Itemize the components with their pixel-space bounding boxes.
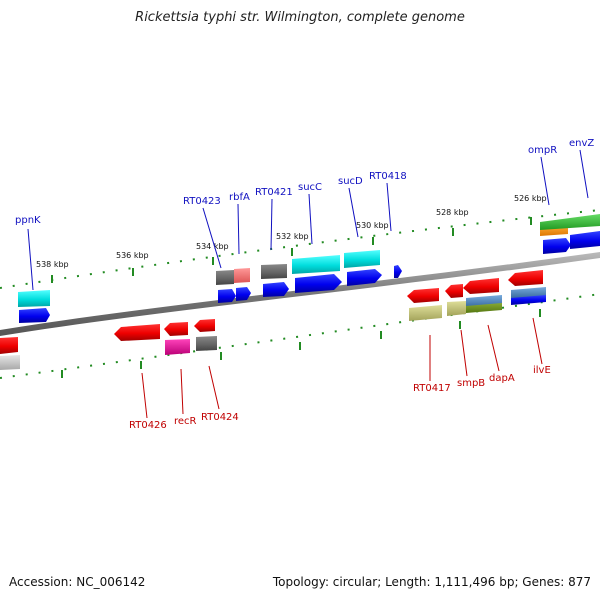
gene-label-dapA: dapA bbox=[489, 373, 515, 384]
gene-label-ompR: ompR bbox=[528, 145, 557, 156]
gene-label-ppnK: ppnK bbox=[15, 215, 41, 226]
gene-label-recR: recR bbox=[174, 416, 197, 427]
gene-label-ilvE: ilvE bbox=[533, 365, 551, 376]
gene-ompR[interactable] bbox=[543, 238, 571, 254]
topology-text: Topology: circular; Length: 1,111,496 bp… bbox=[272, 575, 591, 589]
gene-label-RT0418: RT0418 bbox=[369, 171, 407, 182]
major-ticks bbox=[51, 217, 541, 378]
reverse-leader-lines bbox=[141, 317, 543, 419]
gene-label-RT0426: RT0426 bbox=[129, 420, 167, 431]
gene-ilvE-inner-blue[interactable] bbox=[511, 295, 546, 305]
gene-sucD[interactable] bbox=[347, 269, 382, 286]
gene-left-edge-red[interactable] bbox=[0, 337, 18, 354]
gene-ilvE[interactable] bbox=[508, 270, 543, 286]
kbp-label-538: 538 kbp bbox=[36, 260, 69, 269]
gene-ppnK-outer[interactable] bbox=[18, 290, 50, 307]
gene-label-RT0417: RT0417 bbox=[413, 383, 451, 394]
gene-label-smpB: smpB bbox=[457, 378, 485, 389]
accession-text: Accession: NC_006142 bbox=[9, 575, 146, 589]
gene-RT0426[interactable] bbox=[114, 324, 160, 341]
gene-sucC[interactable] bbox=[295, 274, 342, 293]
gene-label-sucC: sucC bbox=[298, 182, 322, 193]
gene-label-sucD: sucD bbox=[338, 176, 363, 187]
gene-left-edge-gray[interactable] bbox=[0, 355, 20, 370]
gene-recR[interactable] bbox=[164, 322, 188, 336]
gene-RT0424[interactable] bbox=[194, 319, 215, 332]
kbp-label-532: 532 kbp bbox=[276, 232, 309, 241]
gene-recR-inner[interactable] bbox=[165, 339, 190, 355]
gene-envZ[interactable] bbox=[570, 231, 600, 249]
kbp-label-534: 534 kbp bbox=[196, 242, 229, 251]
gene-RT0421-outer[interactable] bbox=[261, 264, 287, 279]
gene-label-RT0423: RT0423 bbox=[183, 196, 221, 207]
forward-leader-lines bbox=[27, 149, 589, 291]
genome-backbone bbox=[0, 252, 600, 336]
gene-rbfA-outer[interactable] bbox=[234, 268, 250, 283]
gene-label-envZ: envZ bbox=[569, 138, 594, 149]
gene-label-RT0424: RT0424 bbox=[201, 412, 239, 423]
forward-tick-track bbox=[0, 209, 600, 289]
gene-ppnK[interactable] bbox=[19, 308, 50, 323]
gene-RT0417-inner[interactable] bbox=[409, 305, 442, 321]
map-title: Rickettsia typhi str. Wilmington, comple… bbox=[135, 10, 465, 25]
gene-RT0418[interactable] bbox=[394, 265, 402, 278]
gene-ompR-outer[interactable] bbox=[540, 214, 600, 230]
gene-RT0423[interactable] bbox=[218, 289, 236, 303]
gene-label-rbfA: rbfA bbox=[229, 192, 250, 203]
reverse-genes bbox=[0, 270, 546, 370]
gene-smpB[interactable] bbox=[445, 284, 463, 298]
gene-dapA-inner-olive[interactable] bbox=[466, 303, 502, 313]
gene-label-RT0421: RT0421 bbox=[255, 187, 293, 198]
kbp-label-528: 528 kbp bbox=[436, 208, 469, 217]
gene-smpB-inner[interactable] bbox=[447, 301, 466, 316]
gene-rbfA[interactable] bbox=[236, 287, 251, 301]
kbp-label-530: 530 kbp bbox=[356, 221, 389, 230]
forward-genes bbox=[18, 214, 600, 323]
gene-RT0424-inner[interactable] bbox=[196, 336, 217, 351]
reverse-tick-track bbox=[0, 293, 600, 379]
kbp-label-526: 526 kbp bbox=[514, 194, 547, 203]
gene-sucC-outer[interactable] bbox=[292, 255, 340, 274]
gene-dapA[interactable] bbox=[463, 278, 499, 294]
gene-RT0417[interactable] bbox=[407, 288, 439, 303]
gene-RT0423-outer[interactable] bbox=[216, 270, 234, 285]
gene-RT0421[interactable] bbox=[263, 282, 289, 297]
kbp-label-536: 536 kbp bbox=[116, 251, 149, 260]
gene-sucD-outer[interactable] bbox=[344, 250, 380, 268]
